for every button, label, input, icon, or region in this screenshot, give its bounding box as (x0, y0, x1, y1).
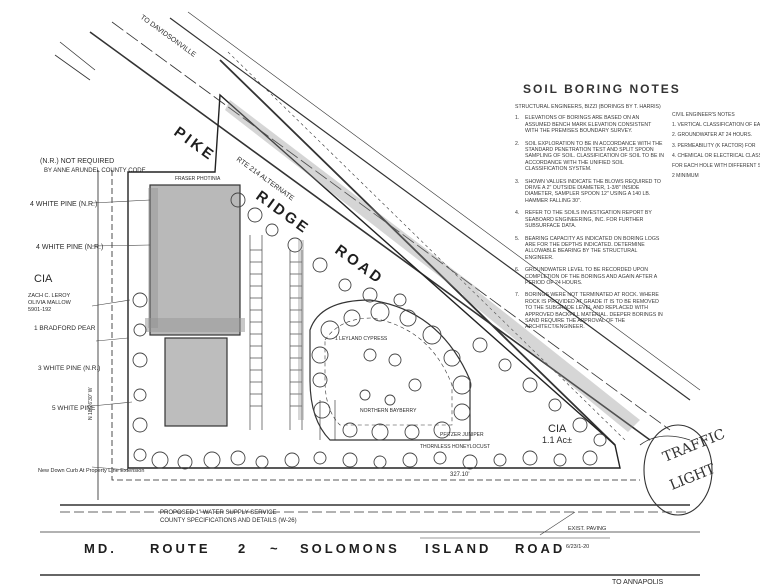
notes-item-text: BEARING CAPACITY AS INDICATED ON BORING … (525, 235, 660, 261)
road-label-tilde: ~ (270, 541, 281, 556)
landscape-plantings (132, 192, 607, 470)
pike-ridge-road-lines (89, 11, 701, 446)
label-not-required: (N.R.) NOT REQUIRED (40, 158, 114, 165)
road-label-pike: PIKE (171, 123, 219, 164)
label-tree-4: FRASER PHOTINIA (175, 176, 221, 182)
civil-engineer-notes: CIVIL ENGINEER'S NOTES 1. VERTICAL CLASS… (672, 112, 760, 183)
notes-item-text: SOIL EXPLORATION TO BE IN ACCORDANCE WIT… (525, 140, 665, 173)
label-ref: 6/23/1-20 (566, 544, 589, 550)
label-traffic-light-1: TRAFFIC (661, 426, 728, 465)
label-owner-2: OLIVIA MALLOW (28, 300, 72, 306)
soil-boring-notes: SOIL BORING NOTES STRUCTURAL ENGINEERS, … (515, 82, 755, 337)
notes-item: 3. SHOWN VALUES INDICATE THE BLOWS REQUIR… (515, 179, 665, 205)
label-traffic-light-2: LIGHT (668, 461, 719, 494)
property-boundary (97, 93, 640, 500)
label-owner-1: ZACH C. LEROY (28, 293, 71, 299)
label-tree-5: PFITZER JUNIPER (440, 432, 484, 438)
side-note: FOR EACH HOLE WITH DIFFERENT SOIL (672, 163, 760, 170)
side-note: 2 MINIMUM (672, 173, 699, 180)
road-label-md: MD. (84, 541, 117, 556)
label-tree-3: THORNLESS HONEYLOCUST (420, 444, 490, 450)
road-label-road-2: ROAD (515, 541, 565, 556)
notes-item-number: 4. (515, 210, 520, 217)
notes-item-number: 3. (515, 178, 520, 185)
label-distance: 327.10' (450, 472, 470, 478)
road-label-solomons: SOLOMONS (300, 541, 400, 556)
building-south (164, 337, 228, 427)
notes-list: 1. ELEVATIONS OF BORINGS ARE BASED ON AN … (515, 115, 665, 330)
label-tree-2: NORTHERN BAYBERRY (360, 408, 417, 414)
notes-item: 1. ELEVATIONS OF BORINGS ARE BASED ON AN … (515, 115, 665, 134)
leader-lines (91, 199, 576, 536)
notes-item-number: 7. (515, 292, 520, 299)
building-north (149, 184, 241, 336)
label-specs: COUNTY SPECIFICATIONS AND DETAILS (W-26) (160, 518, 297, 524)
buildings (145, 184, 245, 427)
side-note: 3. PERMEABILITY (K FACTOR) FOR (672, 142, 756, 149)
label-white-pine-2: 4 WHITE PINE (N.R.) (36, 244, 103, 251)
road-label-davidsonville: TO DAVIDSONVILLE (139, 14, 197, 59)
road-label-island: ISLAND (425, 541, 491, 556)
notes-item: 4. REFER TO THE SOILS INVESTIGATION REPOR… (515, 210, 665, 229)
traffic-light-circle (643, 424, 713, 516)
notes-title: SOIL BORING NOTES (523, 82, 681, 96)
label-cia-left: CIA (34, 273, 53, 285)
label-bradford-pear: 1 BRADFORD PEAR (34, 325, 96, 332)
road-label-annapolis: TO ANNAPOLIS (612, 579, 664, 586)
north-arrow-icon (54, 41, 96, 81)
label-exist-paving: EXIST. PAVING (568, 526, 606, 532)
side-note: 1. VERTICAL CLASSIFICATION OF EACH (672, 122, 760, 129)
notes-item-text: SHOWN VALUES INDICATE THE BLOWS REQUIRED… (525, 178, 661, 204)
notes-item-text: BORINGS WERE NOT TERMINATED AT ROCK. WHE… (525, 292, 663, 331)
label-cia-right: CIA (548, 423, 567, 435)
scan-shading (148, 100, 640, 432)
notes-item-number: 5. (515, 235, 520, 242)
solomons-island-road-lines (40, 504, 700, 576)
label-bearing: N 18°26'30" W (88, 387, 94, 420)
notes-item-number: 1. (515, 115, 520, 122)
label-white-pine-3: 3 WHITE PINE (N.R.) (38, 365, 100, 372)
label-water-supply: PROPOSED 1" WATER SUPPLY SERVICE (160, 510, 277, 516)
side-note: 4. CHEMICAL OR ELECTRICAL CLASSIFICATION (672, 152, 760, 159)
road-label-route: ROUTE (150, 541, 211, 556)
notes-item: 7. BORINGS WERE NOT TERMINATED AT ROCK. W… (515, 292, 665, 330)
label-white-pine-4: 5 WHITE PINE (52, 405, 96, 412)
notes-item: 5. BEARING CAPACITY AS INDICATED ON BORIN… (515, 236, 665, 262)
notes-header: STRUCTURAL ENGINEERS, BIZZI (BORINGS BY … (515, 104, 661, 110)
label-down-curb: New Down Curb At Property Line Extension (38, 468, 144, 474)
notes-item: 2. SOIL EXPLORATION TO BE IN ACCORDANCE W… (515, 141, 665, 173)
notes-item: 6. GROUNDWATER LEVEL TO BE RECORDED UPON … (515, 267, 665, 286)
side-notes-header: CIVIL ENGINEER'S NOTES (672, 112, 735, 118)
notes-item-number: 2. (515, 140, 520, 147)
landscape-island (309, 299, 471, 441)
label-county-code: BY ANNE ARUNDEL COUNTY CODE (44, 168, 146, 174)
label-tree-1: 1 LEYLAND CYPRESS (335, 336, 388, 342)
label-owner-3: 5901-192 (28, 307, 51, 313)
notes-item-text: ELEVATIONS OF BORINGS ARE BASED ON AN AS… (525, 115, 652, 135)
notes-item-number: 6. (515, 267, 520, 274)
notes-item-text: GROUNDWATER LEVEL TO BE RECORDED UPON CO… (525, 267, 657, 286)
road-label-2: 2 (238, 541, 248, 556)
side-note: 2. GROUNDWATER AT 24 HOURS. (672, 132, 753, 139)
label-white-pine-1: 4 WHITE PINE (N.R.) (30, 201, 97, 208)
notes-item-text: REFER TO THE SOILS INVESTIGATION REPORT … (525, 210, 652, 230)
parking-stalls (249, 235, 336, 440)
label-acreage: 1.1 Ac± (542, 435, 572, 445)
